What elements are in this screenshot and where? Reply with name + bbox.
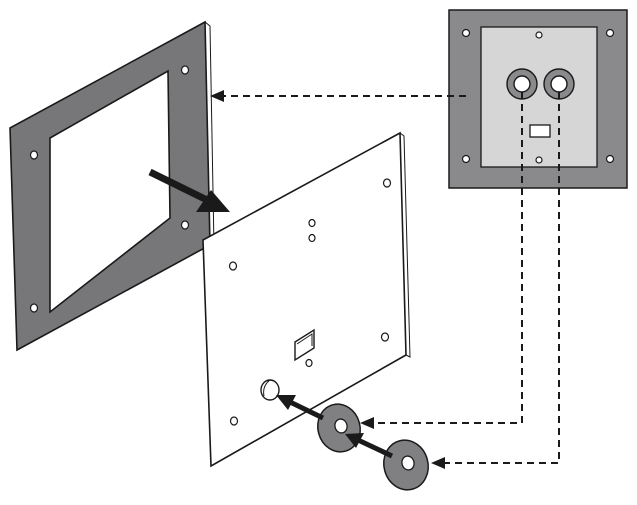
panel-screw-holes xyxy=(461,28,615,164)
screw-hole xyxy=(305,358,313,368)
screw-hole xyxy=(308,233,316,243)
plate-slot xyxy=(294,328,315,362)
screw-hole xyxy=(180,220,190,230)
screw-hole xyxy=(29,150,39,160)
screw-hole xyxy=(605,28,615,38)
washer-small xyxy=(317,403,361,453)
screw-hole xyxy=(535,156,543,164)
arrow-small-washer-to-plate xyxy=(276,395,325,421)
screw-hole xyxy=(180,65,190,75)
connector-panel-inset xyxy=(480,26,598,168)
screw-hole xyxy=(605,154,615,164)
leader-left-jack-to-small-washer xyxy=(360,92,523,429)
screw-hole xyxy=(461,154,471,164)
plate-screw-holes xyxy=(228,178,392,426)
screw-hole xyxy=(29,303,39,313)
screw-hole xyxy=(535,31,543,39)
mounting-plate xyxy=(202,131,411,468)
screw-hole xyxy=(229,416,239,426)
leader-panel-to-frame xyxy=(210,90,466,102)
arrow-large-washer-to-small xyxy=(345,433,394,459)
screw-hole xyxy=(228,261,238,271)
connector-panel xyxy=(448,9,628,189)
leader-right-jack-to-large-washer xyxy=(431,92,560,469)
arrow-frame-to-plate xyxy=(148,168,230,212)
plate-jack-hole xyxy=(260,379,280,401)
connector-slot xyxy=(529,124,551,138)
gasket-screw-holes xyxy=(29,65,190,313)
screw-hole xyxy=(308,218,316,228)
mounting-plate-body xyxy=(202,131,407,468)
screw-hole xyxy=(382,178,392,188)
washer-large xyxy=(383,439,429,491)
mounting-plate-edge xyxy=(399,132,411,358)
screw-hole xyxy=(380,332,390,342)
screw-hole xyxy=(461,28,471,38)
